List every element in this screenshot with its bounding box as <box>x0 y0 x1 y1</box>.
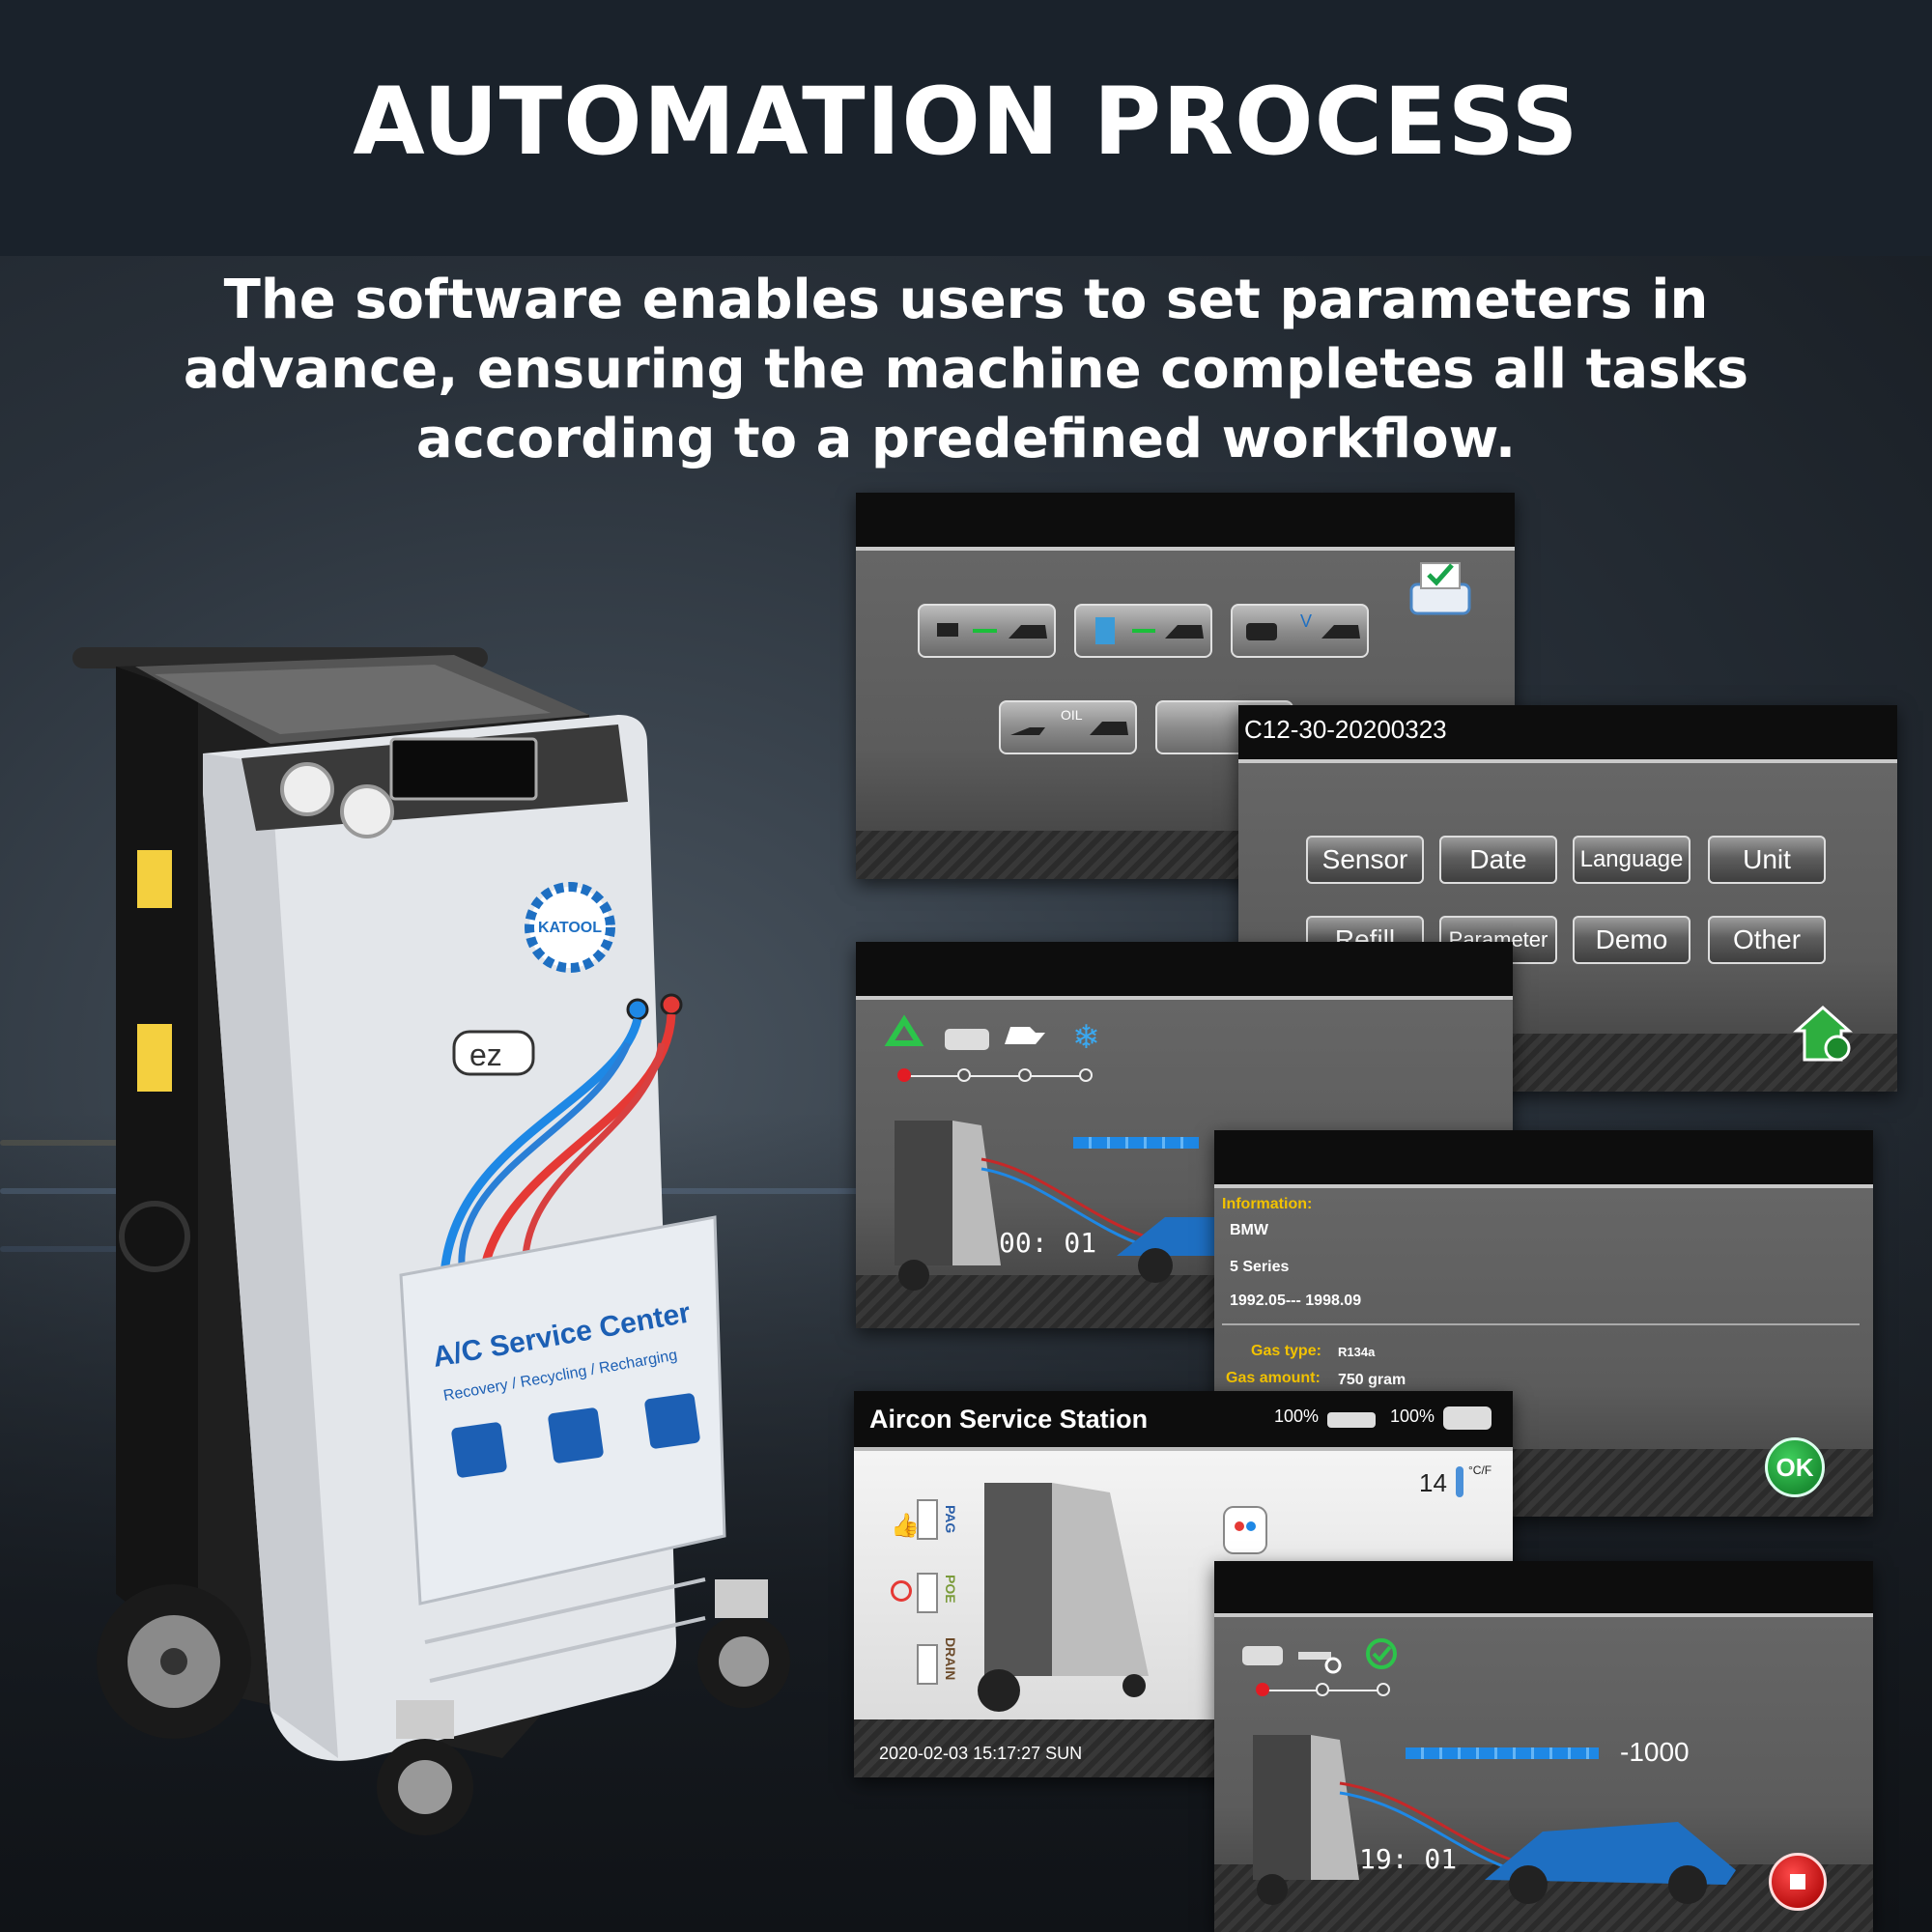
level-right-text: 100% <box>1390 1406 1435 1426</box>
step-dot-active <box>897 1068 911 1082</box>
no-entry-icon <box>891 1580 912 1602</box>
machine-car-illustration <box>1253 1735 1736 1905</box>
station-machine-icon <box>978 1483 1149 1712</box>
vacuum-icon <box>1095 617 1204 644</box>
recharge-icon: V <box>1246 611 1360 640</box>
vacuum-pressure: -1000 <box>1620 1737 1690 1767</box>
stop-button[interactable] <box>1769 1853 1827 1911</box>
vacuum-pump-icon <box>1242 1646 1283 1665</box>
oil-inject-button[interactable]: OIL <box>999 700 1137 754</box>
brand-text: KATOOL <box>538 920 602 936</box>
thumbs-up-icon: 👍 <box>891 1512 920 1539</box>
feature-icon <box>451 1422 507 1478</box>
screen-settings: C12-30-20200323 Sensor Date Language Uni… <box>1238 705 1897 1092</box>
charge-button[interactable]: V <box>1231 604 1369 658</box>
drain-bottle <box>917 1644 938 1685</box>
recycle-icon <box>884 1014 924 1046</box>
svg-text:V: V <box>1300 611 1312 631</box>
demo-button[interactable]: Demo <box>1573 916 1690 964</box>
step-dot <box>1079 1068 1093 1082</box>
step-dot <box>1018 1068 1032 1082</box>
vehicle-make: BMW <box>1230 1222 1268 1238</box>
svg-text:❄: ❄ <box>1072 1018 1100 1056</box>
screen-vacuum: -1000 19: 01 <box>1214 1561 1873 1932</box>
settings-title: C12-30-20200323 <box>1244 715 1447 744</box>
recovery-icon <box>937 623 1047 639</box>
step-dot <box>1316 1683 1329 1696</box>
recovery-timer: 00: 01 <box>999 1227 1097 1259</box>
pag-label: PAG <box>943 1505 958 1534</box>
thermometer-icon <box>1456 1466 1463 1497</box>
sensor-button[interactable]: Sensor <box>1306 836 1424 884</box>
temperature-value: 14 <box>1419 1468 1447 1497</box>
feature-icon <box>548 1407 604 1463</box>
recovery-progress-bar <box>1073 1137 1199 1149</box>
step-dot <box>1377 1683 1390 1696</box>
machine-side-panel <box>116 667 198 1662</box>
vacuum-timer: 19: 01 <box>1359 1843 1458 1875</box>
control-screen <box>389 737 538 801</box>
level-left-text: 100% <box>1274 1406 1320 1426</box>
model-badge <box>452 1030 535 1076</box>
print-icon[interactable] <box>1402 555 1479 623</box>
date-button[interactable]: Date <box>1439 836 1557 884</box>
language-button[interactable]: Language <box>1573 836 1690 884</box>
model-badge-text: ez <box>469 1037 502 1072</box>
unit-button[interactable]: Unit <box>1708 836 1826 884</box>
oil-can-icon <box>1005 1027 1045 1044</box>
poe-label: POE <box>943 1575 958 1604</box>
leak-test-icon <box>1298 1652 1342 1674</box>
recovery-button[interactable] <box>918 604 1056 658</box>
machine-illustration: KATOOL ez A/C Service Center Recovery / … <box>72 647 790 1835</box>
gas-type-value: R134a <box>1338 1345 1376 1359</box>
page-subtitle: The software enables users to set parame… <box>183 269 1749 470</box>
vehicle-model: 5 Series <box>1230 1259 1290 1275</box>
tank-level-icon <box>1327 1412 1376 1428</box>
gas-amount-value: 750 gram <box>1338 1372 1406 1388</box>
other-button[interactable]: Other <box>1708 916 1826 964</box>
ac-service-machine: KATOOL ez A/C Service Center Recovery / … <box>48 638 821 1845</box>
page-title: AUTOMATION PROCESS <box>353 68 1579 176</box>
complete-check-icon <box>1366 1638 1397 1669</box>
station-title: Aircon Service Station <box>869 1405 1149 1434</box>
pag-bottle <box>917 1499 938 1540</box>
oil-level-icon <box>1443 1406 1492 1430</box>
oil-label: OIL <box>1061 707 1083 723</box>
katool-logo <box>525 882 615 973</box>
feature-icon <box>644 1393 700 1449</box>
vacuum-pump-icon <box>945 1029 989 1050</box>
pressure-gauge-low <box>280 762 334 816</box>
snowflake-icon: ❄ <box>1072 1018 1100 1056</box>
ok-button[interactable]: OK <box>1765 1437 1825 1497</box>
step-dot <box>957 1068 971 1082</box>
temperature-unit: °C/F <box>1468 1463 1492 1477</box>
refrigerant-tank-icon <box>1223 1506 1267 1554</box>
header-bar <box>0 0 1932 256</box>
gas-type-label: Gas type: <box>1251 1343 1321 1359</box>
station-datetime: 2020-02-03 15:17:27 SUN <box>879 1744 1083 1763</box>
gas-amount-label: Gas amount: <box>1226 1370 1321 1386</box>
oil-inject-icon: OIL <box>1010 707 1128 735</box>
step-dot-active <box>1256 1683 1269 1696</box>
hose-pocket <box>399 1215 726 1605</box>
information-label: Information: <box>1222 1196 1313 1212</box>
poe-bottle <box>917 1573 938 1613</box>
drain-label: DRAIN <box>943 1637 958 1681</box>
home-icon[interactable] <box>1789 1000 1857 1067</box>
pressure-gauge-high <box>340 784 394 838</box>
vacuum-button[interactable] <box>1074 604 1212 658</box>
vacuum-progress-bar <box>1406 1747 1599 1759</box>
vehicle-years: 1992.05--- 1998.09 <box>1230 1293 1362 1309</box>
